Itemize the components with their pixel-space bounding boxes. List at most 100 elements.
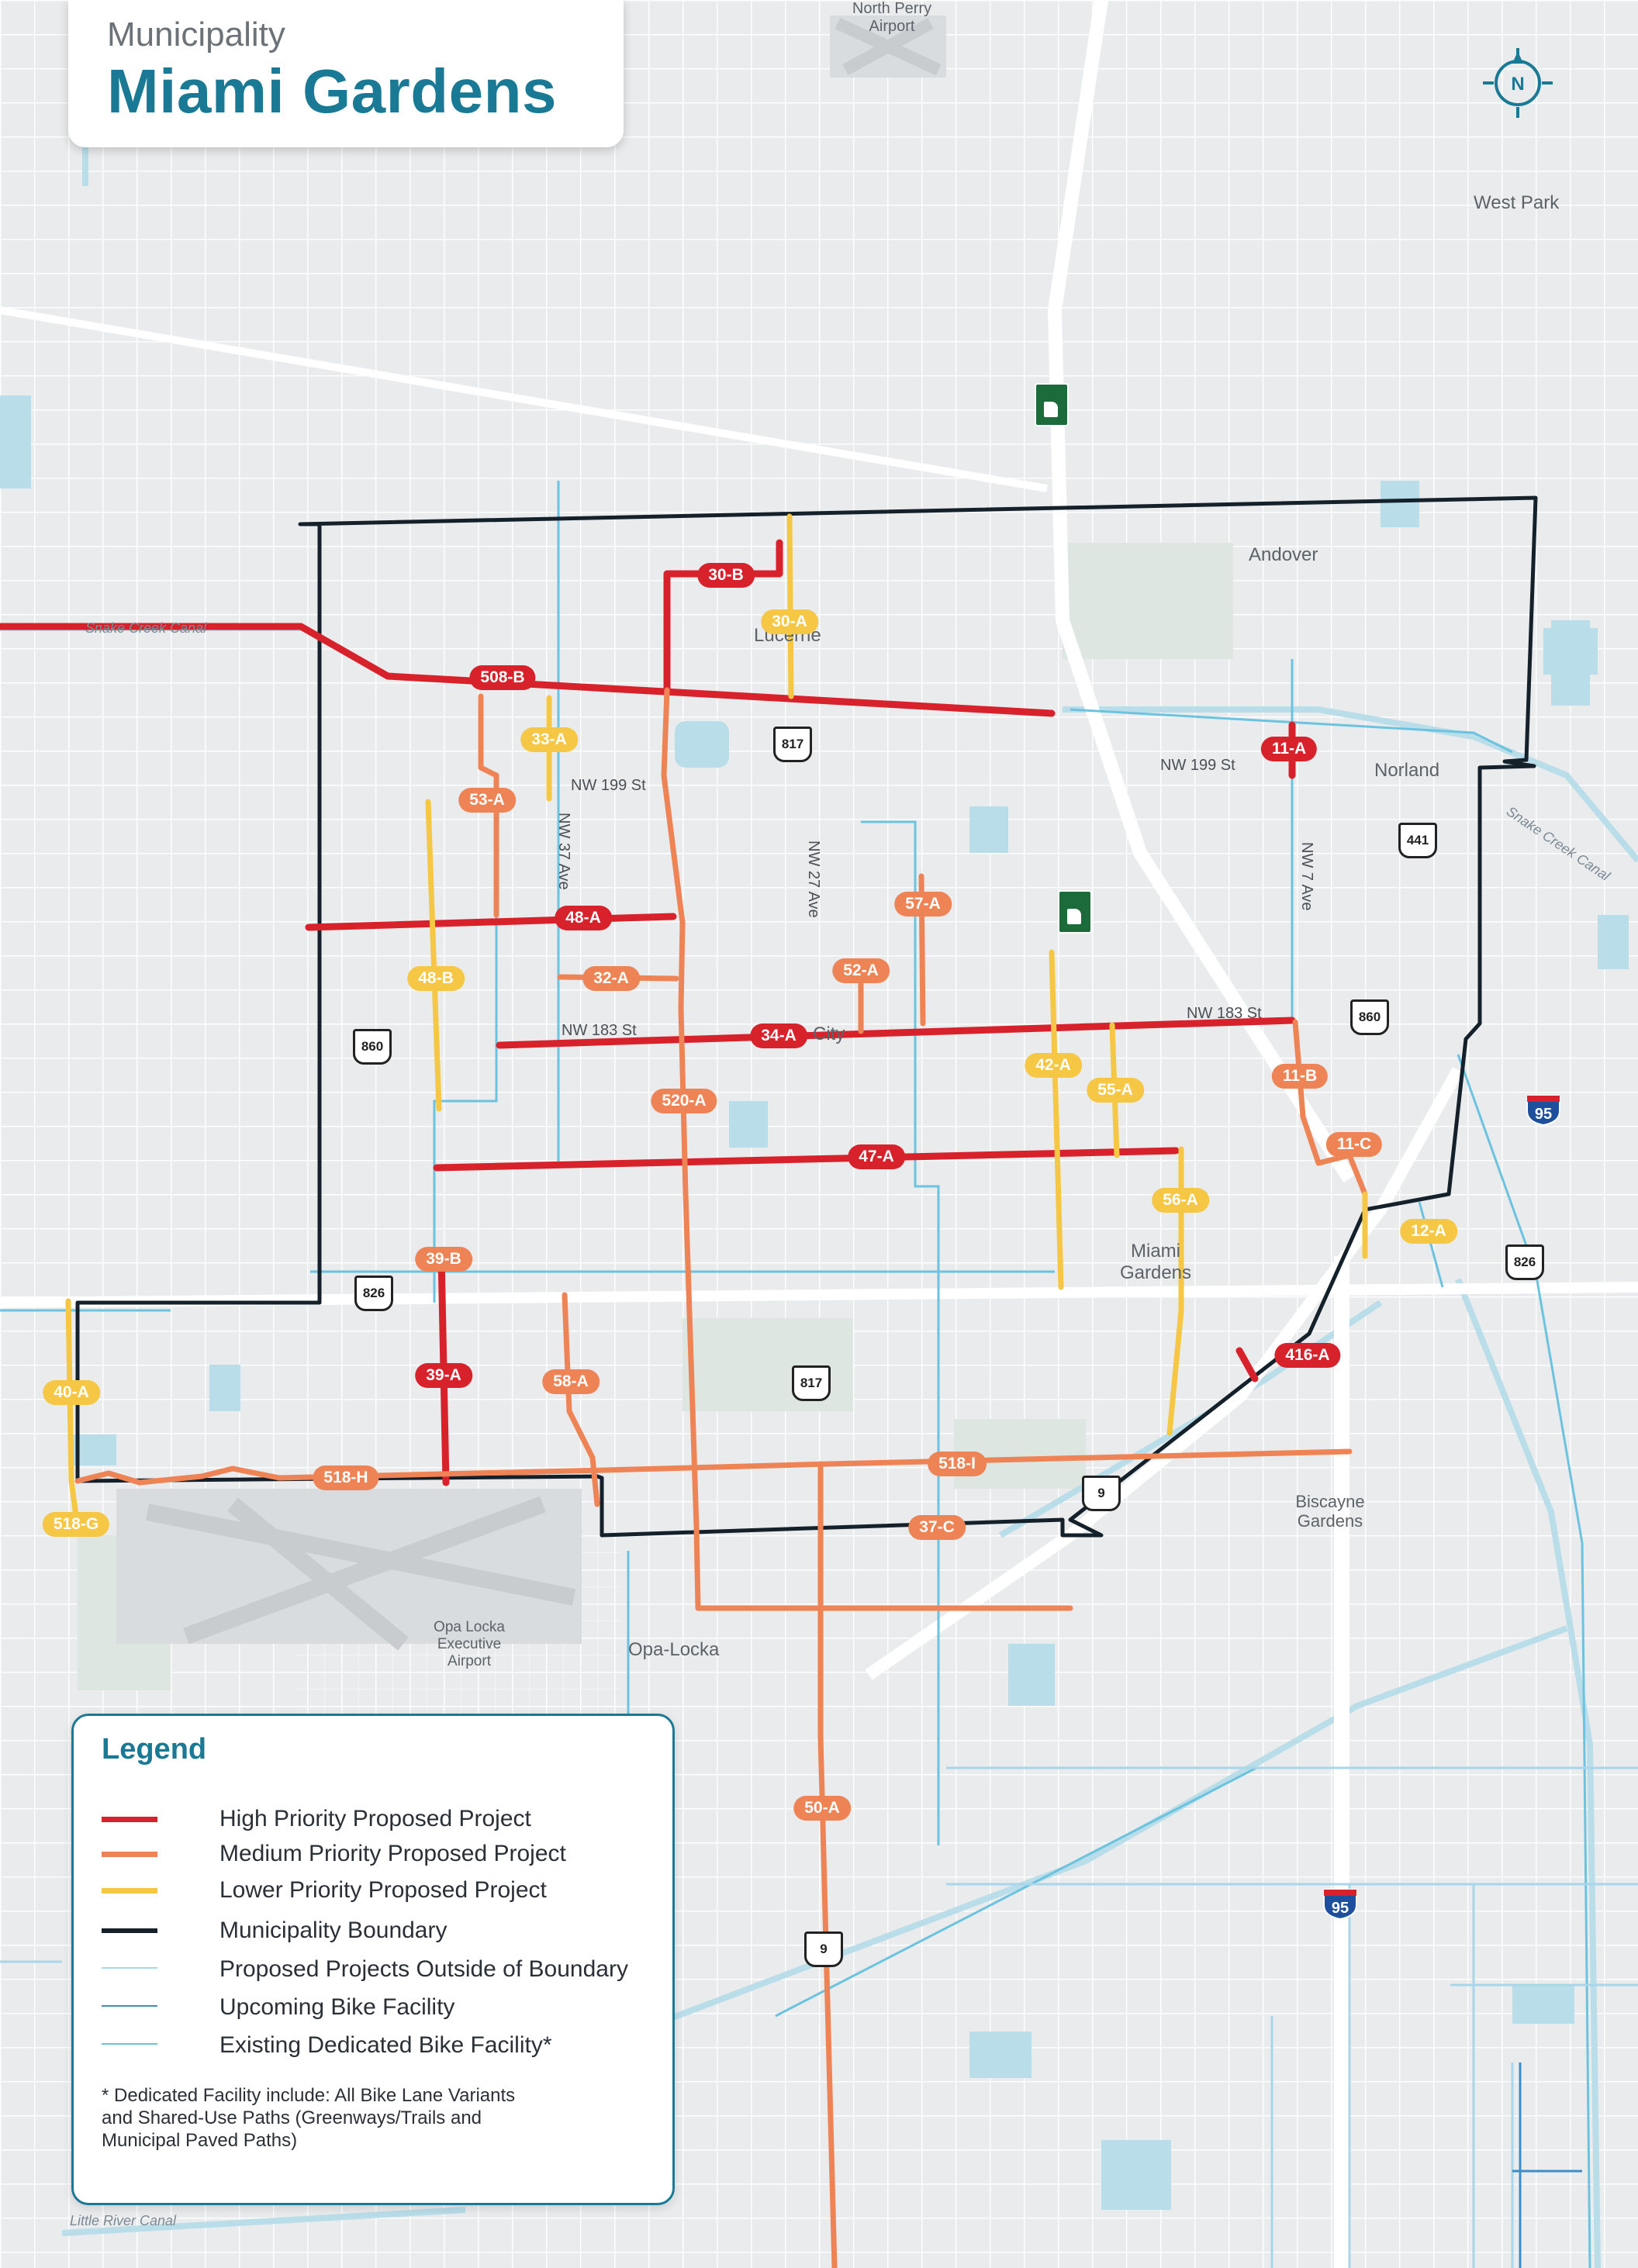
legend-row-boundary: Municipality Boundary [102, 1914, 660, 1945]
legend-label-lower: Lower Priority Proposed Project [219, 1877, 547, 1903]
road-label-nw183-east: NW 183 St [1187, 1005, 1262, 1022]
shield-441: 441 [1398, 823, 1437, 858]
project-tag-47-a[interactable]: 47-A [848, 1144, 905, 1169]
project-tag-30-b[interactable]: 30-B [697, 563, 755, 588]
upcoming-bike-facilities [1512, 2063, 1582, 2268]
road-label-nw7: NW 7 Ave [1298, 842, 1315, 911]
project-tag-416-a[interactable]: 416-A [1274, 1343, 1341, 1368]
project-tag-30-a[interactable]: 30-A [761, 609, 818, 634]
interstate-95-south-icon: 95 [1323, 1889, 1357, 1921]
legend-swatch-medium [102, 1852, 157, 1857]
place-opa-locka-airport: Opa Locka Executive Airport [434, 1619, 505, 1669]
project-tag-520-a[interactable]: 520-A [651, 1089, 717, 1113]
interstate-95-north-number: 95 [1535, 1106, 1552, 1123]
project-tag-518-g[interactable]: 518-G [42, 1512, 110, 1537]
project-tag-518-i[interactable]: 518-I [928, 1452, 987, 1476]
project-tag-42-a[interactable]: 42-A [1025, 1053, 1082, 1078]
legend-label-high: High Priority Proposed Project [219, 1806, 531, 1831]
shield-860-east: 860 [1350, 999, 1389, 1035]
road-label-nw37: NW 37 Ave [555, 813, 572, 890]
legend-row-outside: Proposed Projects Outside of Boundary [102, 1953, 660, 1984]
municipality-boundary [75, 495, 1538, 1538]
road-label-nw199-west: NW 199 St [571, 777, 646, 794]
shield-9-north: 9 [1082, 1476, 1121, 1511]
place-opa-locka: Opa-Locka [628, 1639, 720, 1660]
project-tag-11-a[interactable]: 11-A [1260, 737, 1318, 761]
legend-swatch-boundary [102, 1928, 157, 1933]
legend-row-medium: Medium Priority Proposed Project [102, 1838, 660, 1869]
place-norland: Norland [1374, 760, 1440, 781]
legend-footnote: * Dedicated Facility include: All Bike L… [102, 2085, 516, 2151]
project-tag-12-a[interactable]: 12-A [1400, 1219, 1457, 1244]
header-title: Miami Gardens [107, 57, 558, 126]
project-tag-39-a[interactable]: 39-A [415, 1363, 472, 1388]
project-tag-40-a[interactable]: 40-A [43, 1380, 100, 1405]
legend-label-existing: Existing Dedicated Bike Facility* [219, 2032, 552, 2058]
project-tag-11-c[interactable]: 11-C [1325, 1132, 1383, 1157]
project-tag-56-a[interactable]: 56-A [1152, 1188, 1209, 1213]
canal-label-snake-west: Snake Creek Canal [85, 620, 207, 636]
project-tag-37-c[interactable]: 37-C [908, 1515, 966, 1540]
place-biscayne-gardens: Biscayne Gardens [1295, 1492, 1365, 1531]
legend-row-high: High Priority Proposed Project [102, 1803, 660, 1834]
legend: Legend High Priority Proposed Project Me… [71, 1714, 675, 2205]
legend-row-lower: Lower Priority Proposed Project [102, 1874, 660, 1905]
florida-turnpike-north-icon [1035, 383, 1069, 426]
project-tag-34-a[interactable]: 34-A [750, 1024, 807, 1048]
shield-860-west: 860 [353, 1029, 392, 1065]
legend-swatch-existing [102, 2043, 157, 2045]
place-west-park: West Park [1474, 192, 1560, 213]
north-arrow-icon: N [1483, 48, 1553, 118]
legend-title: Legend [102, 1733, 207, 1766]
high-priority-lines [0, 539, 1296, 1486]
shield-817-north: 817 [773, 727, 812, 762]
water-bodies [0, 395, 1629, 2210]
legend-swatch-outside [102, 1967, 157, 1969]
north-perry-airport [830, 16, 946, 78]
project-tag-518-h[interactable]: 518-H [313, 1465, 379, 1490]
project-tag-55-a[interactable]: 55-A [1087, 1078, 1144, 1103]
project-tag-48-a[interactable]: 48-A [555, 906, 612, 930]
project-tag-39-b[interactable]: 39-B [415, 1247, 472, 1272]
project-tag-58-a[interactable]: 58-A [542, 1369, 600, 1394]
project-tag-32-a[interactable]: 32-A [582, 966, 640, 991]
legend-row-existing: Existing Dedicated Bike Facility* [102, 2029, 660, 2060]
project-tag-52-a[interactable]: 52-A [832, 958, 890, 983]
canals [0, 78, 1638, 2268]
project-tag-33-a[interactable]: 33-A [520, 727, 578, 752]
project-tag-48-b[interactable]: 48-B [407, 966, 465, 991]
shield-826-west: 826 [354, 1276, 393, 1311]
legend-swatch-high [102, 1817, 157, 1822]
header-card: Municipality Miami Gardens [68, 0, 624, 147]
opa-locka-airport-runways [116, 1489, 582, 1651]
place-miami-gardens: Miami Gardens [1119, 1241, 1192, 1283]
project-tag-53-a[interactable]: 53-A [458, 788, 516, 813]
legend-label-medium: Medium Priority Proposed Project [219, 1841, 566, 1866]
interstate-95-north-icon: 95 [1526, 1095, 1560, 1127]
project-tag-57-a[interactable]: 57-A [894, 892, 952, 917]
legend-row-upcoming: Upcoming Bike Facility [102, 1991, 660, 2022]
project-tag-11-b[interactable]: 11-B [1271, 1064, 1329, 1089]
place-north-perry-airport: North Perry Airport [852, 0, 932, 35]
florida-turnpike-south-icon [1058, 890, 1092, 934]
road-label-nw27: NW 27 Ave [805, 841, 822, 918]
place-andover: Andover [1249, 544, 1318, 565]
project-tag-508-b[interactable]: 508-B [469, 665, 536, 690]
interstate-95-south-number: 95 [1332, 1900, 1349, 1917]
canal-label-little-river: Little River Canal [70, 2213, 177, 2228]
north-letter: N [1511, 74, 1524, 95]
legend-swatch-lower [102, 1888, 157, 1893]
legend-label-outside: Proposed Projects Outside of Boundary [219, 1956, 628, 1982]
road-label-nw199-east: NW 199 St [1160, 757, 1235, 774]
legend-label-boundary: Municipality Boundary [219, 1918, 448, 1943]
legend-swatch-upcoming [102, 2005, 157, 2007]
place-city: City [813, 1024, 845, 1044]
project-tag-50-a[interactable]: 50-A [793, 1796, 851, 1821]
shield-817-south: 817 [792, 1365, 831, 1401]
road-label-nw183-west: NW 183 St [562, 1022, 637, 1039]
shield-826-east: 826 [1505, 1244, 1544, 1280]
outside-boundary-projects [0, 1766, 1638, 2268]
header-subtitle: Municipality [107, 16, 285, 54]
